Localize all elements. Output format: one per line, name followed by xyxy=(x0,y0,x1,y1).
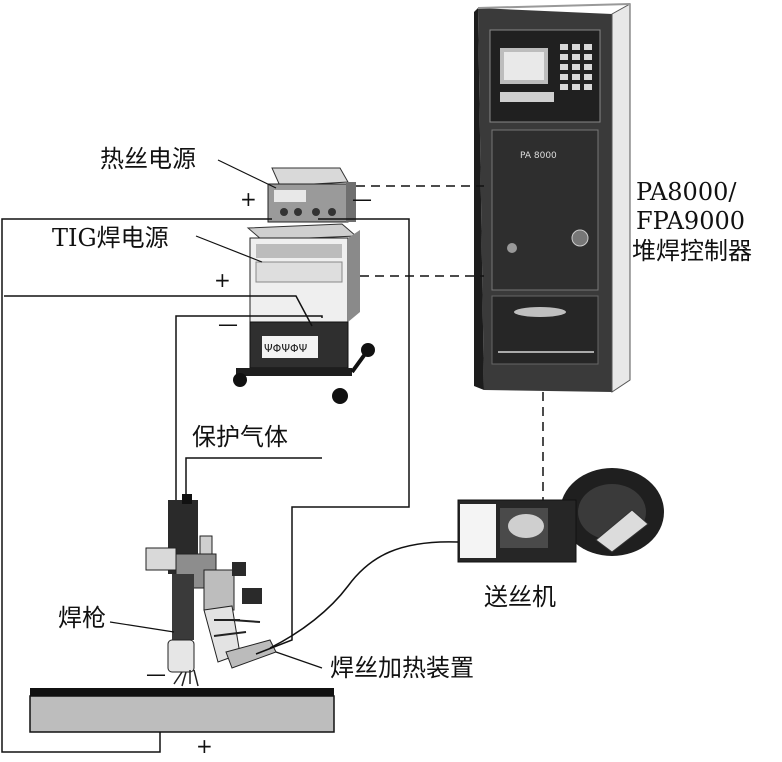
keypad xyxy=(560,44,592,90)
tig-power-source: ΨΦΨΦΨ xyxy=(233,223,375,404)
controller-cabinet: PA 8000 xyxy=(474,3,631,393)
hotwire-power-source xyxy=(267,167,356,223)
wire-feeder-label: 送丝机 xyxy=(484,583,556,611)
wire-heater-label: 焊丝加热装置 xyxy=(330,654,474,682)
hotwire-positive-cable xyxy=(1,218,272,753)
controller-model-line1: PA8000/ xyxy=(636,178,737,206)
leader-lines xyxy=(109,159,323,669)
hotwire-minus-sign: — xyxy=(352,187,372,211)
control-connections xyxy=(356,185,544,500)
welding-torch xyxy=(145,494,277,687)
shielding-gas-label: 保护气体 xyxy=(192,423,288,451)
controller-label: PA8000/ FPA9000 堆焊控制器 xyxy=(632,178,752,266)
shielding-gas-line xyxy=(185,457,322,500)
tig-negative-cable xyxy=(175,315,323,500)
tig-power-label: TIG焊电源 xyxy=(52,224,169,252)
svg-text:ΨΦΨΦΨ: ΨΦΨΦΨ xyxy=(264,342,308,355)
tig-plus-sign: + xyxy=(214,268,231,292)
controller-name: 堆焊控制器 xyxy=(632,236,752,265)
controller-panel-label: PA 8000 xyxy=(520,151,557,161)
hotwire-negative-cable xyxy=(255,218,410,655)
workpiece-plus-sign: + xyxy=(196,734,213,758)
hotwire-plus-sign: + xyxy=(240,187,257,211)
power-cables xyxy=(1,218,459,753)
wire-feeder xyxy=(457,468,664,563)
torch-minus-sign: — xyxy=(146,662,166,686)
hotwire-power-label: 热丝电源 xyxy=(100,145,196,173)
workpiece xyxy=(29,688,335,733)
wire-feed-conduit xyxy=(269,541,459,649)
tig-minus-sign: — xyxy=(218,312,238,336)
controller-model-line2: FPA9000 xyxy=(636,207,746,236)
torch-label: 焊枪 xyxy=(58,604,106,632)
